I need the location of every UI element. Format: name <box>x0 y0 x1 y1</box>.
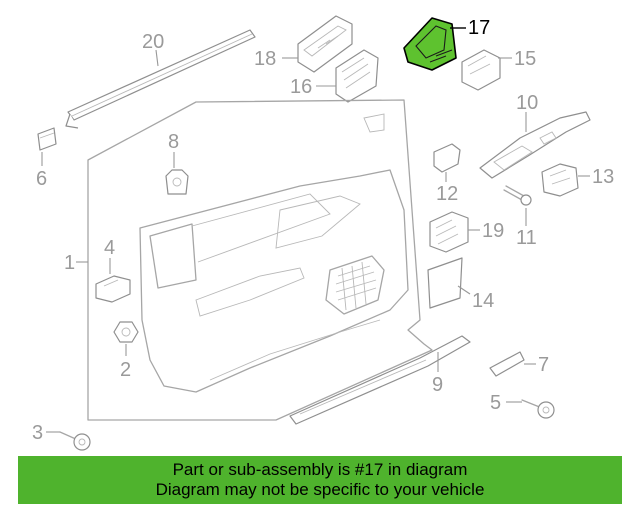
part-18-switch-bezel[interactable] <box>297 15 353 73</box>
callout-17: 17 <box>468 17 490 39</box>
part-4-clip[interactable] <box>95 275 131 303</box>
callout-16: 16 <box>290 76 312 98</box>
info-banner: Part or sub-assembly is #17 in diagram D… <box>18 456 622 504</box>
parts-diagram: 20 18 16 17 15 10 8 6 12 13 11 19 1 4 14… <box>32 15 614 451</box>
part-17-highlighted-switch[interactable] <box>403 17 457 71</box>
part-10-handle-bezel[interactable] <box>479 111 591 179</box>
callout-6: 6 <box>36 168 47 190</box>
callout-3: 3 <box>32 422 43 444</box>
callout-1: 1 <box>64 252 75 274</box>
part-6-clip[interactable] <box>37 127 57 151</box>
callout-5: 5 <box>490 392 501 414</box>
callout-9: 9 <box>432 374 443 396</box>
callout-12: 12 <box>436 183 458 205</box>
part-3-screw[interactable] <box>59 431 91 451</box>
part-16-window-switch[interactable] <box>335 49 379 103</box>
callout-18: 18 <box>254 48 276 70</box>
part-7-trim-strip[interactable] <box>489 351 525 377</box>
banner-line-disclaimer: Diagram may not be specific to your vehi… <box>155 480 485 499</box>
part-1-door-trim-panel[interactable] <box>87 99 433 421</box>
part-11-screw[interactable] <box>503 185 532 206</box>
callout-20: 20 <box>142 31 164 53</box>
callout-2: 2 <box>120 359 131 381</box>
part-5-screw[interactable] <box>521 399 555 419</box>
part-19-switch-block[interactable] <box>429 211 469 253</box>
callout-10: 10 <box>516 92 538 114</box>
part-12-clip[interactable] <box>433 143 461 173</box>
callout-19: 19 <box>482 220 504 242</box>
callout-7: 7 <box>538 354 549 376</box>
part-13-switch[interactable] <box>541 163 579 197</box>
banner-line-part: Part or sub-assembly is #17 in diagram <box>172 460 468 479</box>
callout-8: 8 <box>168 131 179 153</box>
callout-14: 14 <box>472 290 494 312</box>
callout-11: 11 <box>516 227 537 249</box>
callout-15: 15 <box>514 48 536 70</box>
part-20-beltline-weatherstrip[interactable] <box>65 29 256 129</box>
callout-13: 13 <box>592 166 614 188</box>
callout-4: 4 <box>104 237 115 259</box>
part-14-speaker-grille[interactable] <box>427 257 463 309</box>
part-9-lower-weatherstrip[interactable] <box>289 335 471 425</box>
part-8-push-pin[interactable] <box>165 169 189 195</box>
part-2-fastener[interactable] <box>113 321 139 343</box>
part-15-connector[interactable] <box>461 49 501 91</box>
